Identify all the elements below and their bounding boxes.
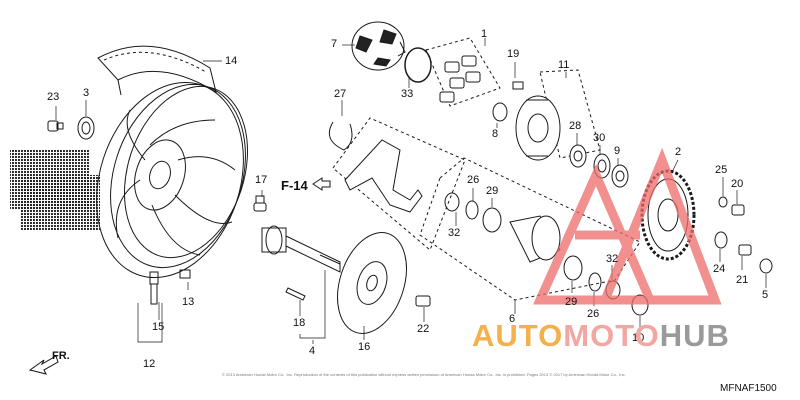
watermark-text: AUTOMOTOHUB [472,318,730,354]
watermark-word-3: HUB [659,318,730,353]
diagram-code: MFNAF1500 [720,383,777,394]
part-number-11: 11 [558,59,570,71]
circlip-26b [588,272,602,292]
part-number-16: 16 [358,341,371,353]
valve-15 [149,271,159,305]
part-number-22: 22 [417,323,430,335]
bolt-23 [47,120,64,132]
oring-8 [492,102,508,122]
part-number-33: 33 [401,88,414,100]
bolt-19 [512,81,524,90]
part-number-2: 2 [675,146,682,158]
part-number-7: 7 [331,38,338,50]
part-number-24: 24 [713,263,726,275]
ref-arrow [312,177,331,191]
nut-22 [415,295,431,307]
part-number-29: 28 [569,120,582,132]
part-number-32-left: 32 [448,227,461,239]
front-arrow [28,355,59,375]
circlip-26a [465,200,479,220]
axle-4 [261,225,341,273]
bolt-17 [253,195,267,212]
part-number-13: 13 [182,296,195,308]
part-number-26-lower: 26 [587,308,600,320]
part-number-14: 14 [225,55,238,67]
washer-24 [714,231,728,249]
bearing-29 [569,144,587,168]
wheel-part [20,81,249,279]
part-number-9: 9 [614,145,621,157]
washer-25 [718,196,728,208]
part-number-1: 1 [481,28,488,40]
tire-part [97,45,217,96]
part-number-23: 23 [47,91,60,103]
part-number-28: 29 [565,296,578,308]
part-number-4: 4 [309,345,316,357]
copyright-notice: © 2013 American Honda Motor Co., Inc. Re… [222,372,626,377]
part-number-5: 5 [762,289,769,301]
spacer-3 [77,116,95,140]
watermark-logo [533,147,722,305]
part-number-27: 27 [334,88,347,100]
brake-disc-16 [337,232,407,334]
bracket-box [332,117,466,251]
part-number-8: 8 [492,128,499,140]
circlip-27 [328,121,353,151]
watermark-word-2: MOTO [563,318,660,353]
part-number-32-right: 32 [606,253,619,265]
bolt-20 [731,204,745,216]
part-number-17: 17 [255,174,268,186]
part-number-20: 20 [731,178,744,190]
collar-9 [611,164,629,188]
nut-21 [738,244,752,256]
part-number-12: 12 [143,358,156,370]
weight-13 [179,269,191,279]
nut-5 [759,258,773,274]
watermark-word-1: AUTO [472,318,564,353]
part-number-3: 3 [83,87,90,99]
part-number-15: 15 [152,321,165,333]
front-label: FR. [52,350,70,362]
seal-32a [444,192,460,212]
hub-11 [515,69,601,161]
part-number-6: 6 [509,313,516,325]
oring-33 [404,47,432,83]
leader-lines [55,38,767,344]
collar-10 [631,294,649,316]
damper-holder-7 [351,21,406,71]
part-number-21: 21 [736,274,749,286]
part-number-18: 18 [293,317,306,329]
bearing-30 [482,207,502,233]
part-number-31: 30 [593,132,606,144]
part-number-30: 29 [486,185,499,197]
part-number-19: 19 [507,48,520,60]
part-number-10: 10 [632,332,645,344]
flange-6 [509,215,561,263]
dampers-1 [425,37,501,107]
part-number-26-upper: 26 [467,174,480,186]
bearing-28 [563,255,583,281]
bolt-18 [285,287,306,301]
reference-label: F-14 [281,178,308,193]
part-number-25: 25 [715,164,728,176]
